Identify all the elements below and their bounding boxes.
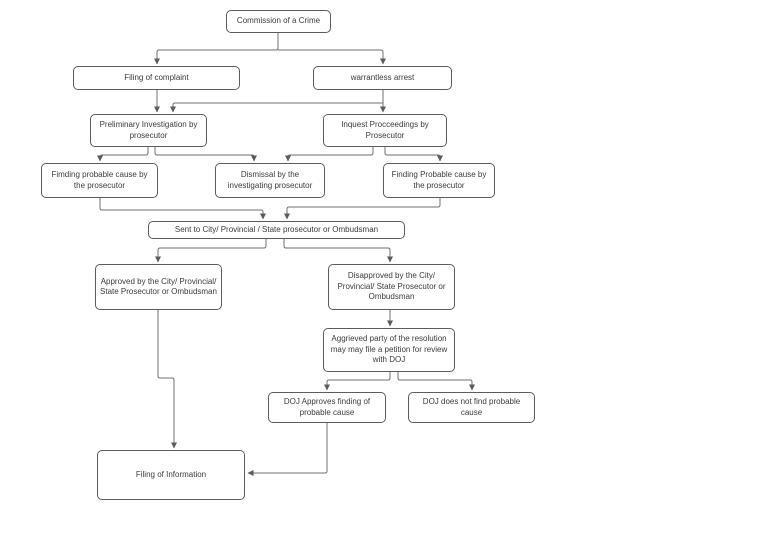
node-finding-probable-cause-prosecutor-left: Fimding probable cause by the prosecutor — [41, 163, 158, 198]
edge-warrantless-preliminary — [170, 102, 383, 113]
node-disapproved-by-prosecutor: Disapproved by the City/ Provincial/ Sta… — [328, 264, 455, 310]
edge-sent-disapproved — [283, 239, 393, 263]
node-filing-of-information: Filing of Information — [97, 450, 245, 500]
edge-commission-filing-complaint — [154, 33, 279, 65]
node-sent-to-prosecutor-or-ombudsman: Sent to City/ Provincial / State prosecu… — [148, 221, 405, 239]
edge-commission-warrantless — [278, 49, 386, 65]
edge-aggrieved-doj-not-find — [397, 372, 475, 391]
edge-sent-approved — [155, 239, 267, 263]
node-filing-of-complaint: Filing of complaint — [73, 66, 240, 90]
node-approved-by-prosecutor: Approved by the City/ Provincial/ State … — [95, 264, 222, 310]
edge-aggrieved-doj-approves — [324, 372, 391, 391]
edge-finding-right-sent — [284, 198, 441, 220]
edge-doj-approves-filing-information — [247, 423, 328, 476]
node-doj-does-not-find-probable-cause: DOJ does not find probable cause — [408, 392, 535, 423]
edge-finding-left-sent — [99, 198, 266, 220]
node-commission-of-a-crime: Commission of a Crime — [226, 10, 331, 33]
node-warrantless-arrest: warrantless arrest — [313, 66, 452, 90]
node-doj-approves-finding: DOJ Approves finding of probable cause — [268, 392, 386, 423]
edge-preliminary-finding-left — [97, 147, 149, 162]
node-inquest-proceedings: Inquest Procceedings by Prosecutor — [323, 114, 447, 147]
node-aggrieved-party-petition-doj: Aggrieved party of the resolution may ma… — [323, 328, 455, 372]
node-dismissal-by-investigating-prosecutor: Dismissal by the investigating prosecuto… — [215, 163, 325, 198]
node-finding-probable-cause-prosecutor-right: Finding Probable cause by the prosecutor — [383, 163, 495, 198]
edge-inquest-dismissal — [285, 147, 374, 162]
edge-preliminary-dismissal — [154, 147, 257, 162]
edge-approved-filing-information — [157, 310, 177, 449]
edge-inquest-finding-right — [384, 147, 443, 162]
node-preliminary-investigation: Preliminary Investigation by prosecutor — [90, 114, 207, 147]
